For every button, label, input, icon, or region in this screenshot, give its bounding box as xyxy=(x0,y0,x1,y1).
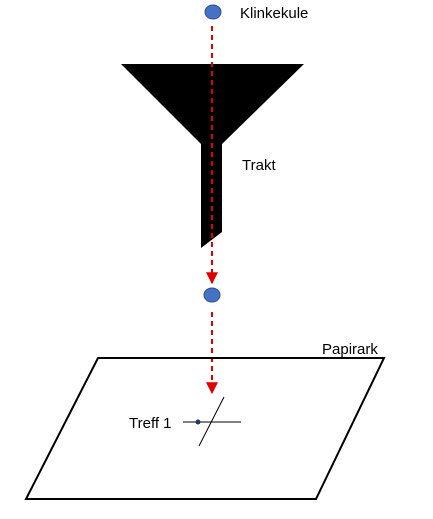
marble-below-funnel xyxy=(203,287,221,303)
hit-label: Treff 1 xyxy=(129,415,172,432)
paper-label: Papirark xyxy=(322,341,378,358)
paper-sheet xyxy=(24,357,386,500)
marble-top xyxy=(204,4,222,20)
marble-label: Klinkekule xyxy=(240,5,308,22)
funnel-label: Trakt xyxy=(242,157,276,174)
hit-point xyxy=(195,419,201,425)
hit-crosshair-diagonal xyxy=(198,396,225,447)
